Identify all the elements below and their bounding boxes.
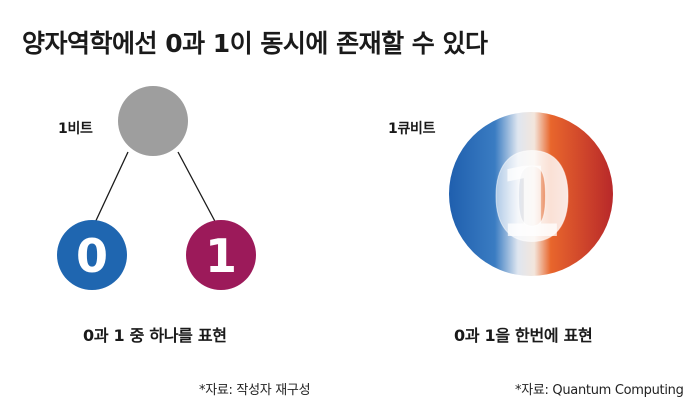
qubit-caption: 0과 1을 한번에 표현 [454,326,593,345]
bit-caption: 0과 1 중 하나를 표현 [83,326,227,345]
source-left: *자료: 작성자 재구성 [199,383,311,398]
bit-edge-right [177,151,219,228]
bit-one-node [186,220,256,290]
bit-zero-node [57,220,127,290]
bit-zero-digit: 0 [76,229,108,283]
bit-one-digit: 1 [205,229,237,283]
source-right: *자료: Quantum Computing [515,383,684,398]
qubit-digit-zero: 0 [490,130,574,269]
qubit-label: 1큐비트 [388,121,436,137]
bit-label: 1비트 [58,121,93,137]
bit-root-node [118,86,188,156]
page-title: 양자역학에선 0과 1이 동시에 존재할 수 있다 [22,29,488,58]
qubit-sphere [449,112,613,276]
qubit-digit-one: 1 [497,147,564,259]
bit-edge-left [92,151,129,228]
